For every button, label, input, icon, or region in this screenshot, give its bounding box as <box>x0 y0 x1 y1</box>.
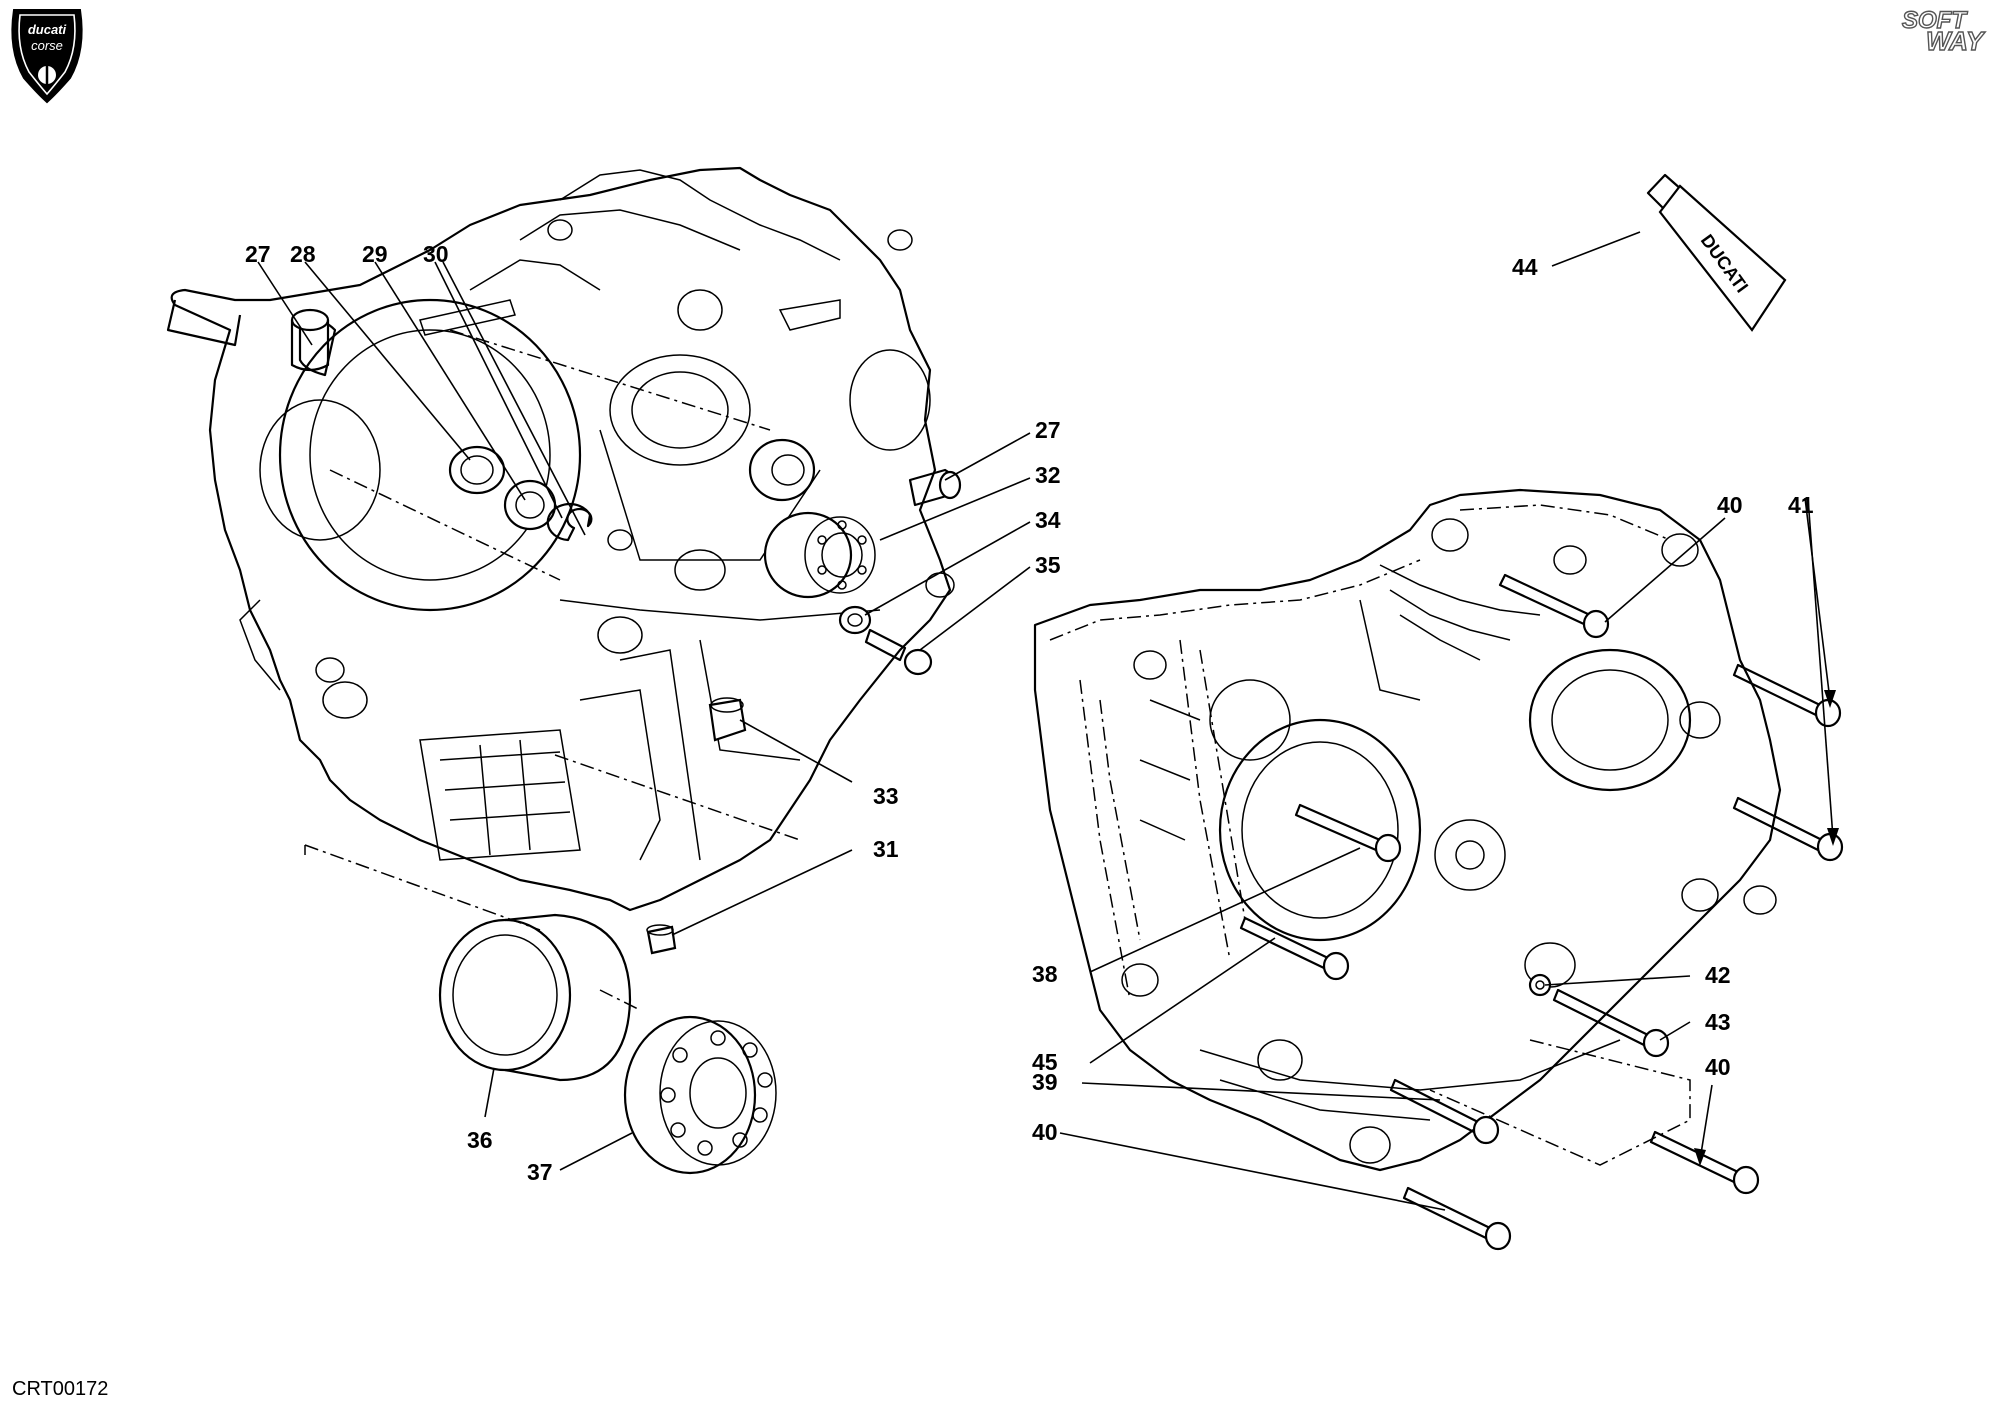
callout-27-left: 27 <box>245 241 271 267</box>
callout-40-right: 40 <box>1705 1054 1731 1080</box>
callout-41: 41 <box>1788 492 1814 518</box>
callout-43: 43 <box>1705 1009 1731 1035</box>
callout-38: 38 <box>1032 961 1058 987</box>
part-40-bolt-right <box>1649 1130 1760 1195</box>
leader-lines <box>257 231 1834 1211</box>
part-38-bolt <box>1294 803 1402 863</box>
part-40-bolt-bottom <box>1402 1186 1512 1251</box>
part-33-plug <box>708 697 747 742</box>
part-39-bolt <box>1389 1078 1500 1145</box>
callout-30: 30 <box>423 241 449 267</box>
left-crankcase-half <box>166 166 955 912</box>
logo-text-ducati: ducati <box>28 22 67 37</box>
part-43-bolt <box>1552 988 1670 1058</box>
part-27-dowel-left <box>290 308 330 372</box>
part-30-circlip <box>546 502 593 542</box>
callout-labels: 27 28 29 30 27 32 34 35 33 31 36 37 44 4… <box>245 241 1814 1185</box>
callout-44: 44 <box>1512 254 1538 280</box>
ducati-corse-logo: ducati corse <box>11 9 83 104</box>
part-36-liner <box>438 913 632 1082</box>
callout-39: 39 <box>1032 1069 1058 1095</box>
callout-28: 28 <box>290 241 316 267</box>
callout-40-bottom: 40 <box>1032 1119 1058 1145</box>
part-37-roller-bearing <box>623 1015 777 1175</box>
callout-32: 32 <box>1035 462 1061 488</box>
callout-33: 33 <box>873 783 899 809</box>
part-35-screw <box>864 628 933 676</box>
callout-36: 36 <box>467 1127 493 1153</box>
callout-37: 37 <box>527 1159 553 1185</box>
callout-34: 34 <box>1035 507 1061 533</box>
callout-31: 31 <box>873 836 899 862</box>
part-44-sealant-tube: DUCATI <box>1646 173 1787 332</box>
logo-text-corse: corse <box>31 38 63 53</box>
softway-text-soft: SOFT <box>1902 7 1968 34</box>
softway-logo: SOFT WAY <box>1901 6 1986 56</box>
callout-35: 35 <box>1035 552 1061 578</box>
part-28-seal-ring <box>448 445 506 495</box>
part-32-bearing <box>763 511 876 599</box>
assembly-line-36-37 <box>304 844 641 1011</box>
callout-27-right: 27 <box>1035 417 1061 443</box>
part-27-dowel-right <box>908 468 962 507</box>
callout-45: 45 <box>1032 1049 1058 1075</box>
softway-text-way: WAY <box>1926 26 1986 56</box>
callout-29: 29 <box>362 241 388 267</box>
part-41-bolt-lower <box>1732 796 1844 862</box>
leader-arrowheads <box>1694 690 1839 1166</box>
part-34-washer <box>838 605 872 635</box>
drawing-code: CRT00172 <box>12 1378 109 1400</box>
part-31-plug <box>646 924 677 955</box>
part-45-bolt <box>1239 916 1350 981</box>
callout-42: 42 <box>1705 962 1731 988</box>
part-bearing-upper <box>748 438 816 502</box>
part-40-bolt-top <box>1498 573 1610 639</box>
right-crankcase-half <box>1033 488 1782 1172</box>
callout-40-top: 40 <box>1717 492 1743 518</box>
